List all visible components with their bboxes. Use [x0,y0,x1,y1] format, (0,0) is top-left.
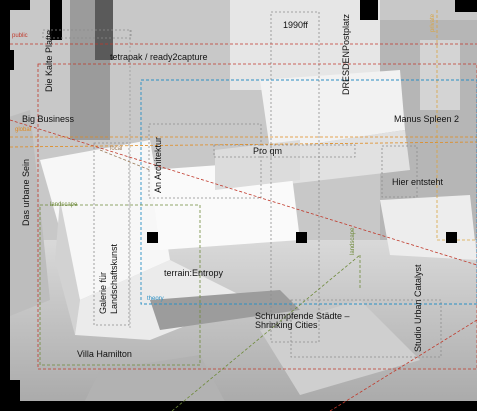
project-tetrapak: tetrapak / ready2capture [110,52,208,62]
layer-label-landscape: landscape [50,202,78,208]
project-galerie-fuer-landschaftskunst-line1: Galerie für [98,271,108,314]
project-das-urbane-sein: Das urbane Sein [21,158,31,226]
layer-label-global: global [15,127,32,133]
project-big-business: Big Business [22,114,75,124]
project-dresden-postplatz: DRESDENPostplatz [341,13,351,95]
project-studio-urban-catalyst: Studio Urban Catalyst [413,264,423,352]
project-pro-qm: Pro qm [253,146,283,156]
layer-label-public: public [12,33,28,39]
marker-square [446,232,457,243]
project-manus-spleen: Manus Spleen 2 [394,114,460,124]
project-an-architektur: An Architektur [153,136,163,193]
project-1990ff: 1990ff [283,20,308,30]
layer-label-private: private [430,13,436,32]
project-galerie-fuer-landschaftskunst-line2: Landschaftskunst [109,243,119,314]
project-schrumpfende-staedte-line1: Schrumpfende Städte – [255,311,350,321]
layer-label-theory: theory [147,296,164,302]
project-schrumpfende-staedte-line2: Shrinking Cities [255,320,318,330]
project-die-kalte-platte: Die Kalte Platte [44,29,54,92]
layer-label-landscape-vertical: landscape [350,227,356,255]
project-terrain-entropy: terrain:Entropy [164,268,224,278]
marker-square [147,232,158,243]
project-villa-hamilton: Villa Hamilton [77,349,132,359]
marker-square [296,232,307,243]
layer-label-local: local [110,146,123,152]
project-hier-entsteht: Hier entsteht [392,177,444,187]
